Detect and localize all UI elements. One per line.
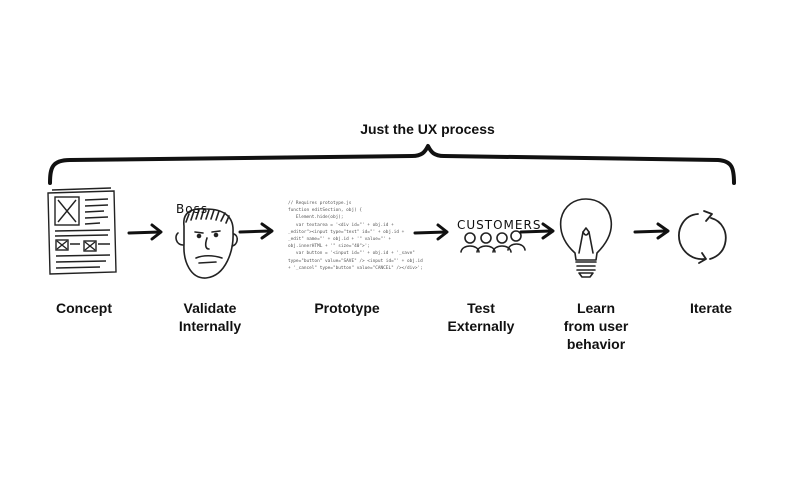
- process-title: Just the UX process: [360, 121, 495, 137]
- flow-arrow-2: [238, 222, 274, 240]
- lightbulb-icon: [559, 198, 613, 278]
- customers-icon: [460, 230, 526, 253]
- code-line: + '_cancel" type="button" value="CANCEL"…: [288, 265, 423, 271]
- flow-arrow-5: [633, 222, 670, 240]
- process-brace: [48, 144, 736, 185]
- step-label-concept: Concept: [56, 300, 112, 316]
- code-line: _editor"><input type="text" id="' + obj.…: [288, 229, 405, 235]
- step-label-prototype: Prototype: [314, 300, 380, 316]
- code-line: var button = '<input id="' + obj.id + '_…: [288, 251, 415, 257]
- cycle-arrows-icon: [678, 210, 727, 264]
- code-line: function editSection, obj) {: [288, 208, 363, 214]
- step-label-learn: Learn from user behavior: [563, 300, 629, 352]
- code-line: _edit" name="' + obj.id + '" value="' +: [288, 237, 392, 243]
- code-line: // Requires prototype.js: [288, 201, 352, 206]
- boss-face-icon: [175, 207, 238, 279]
- code-line: Element.hide(obj);: [288, 215, 344, 221]
- flow-arrow-3: [413, 223, 449, 241]
- wireframe-sketch-icon: [47, 187, 117, 275]
- prototype-code-snippet: // Requires prototype.js function editSec…: [288, 200, 438, 272]
- code-line: type="button" value="SAVE" /> <input id=…: [288, 258, 423, 264]
- step-label-test-externally: Test Externally: [447, 300, 515, 334]
- flow-arrow-4: [519, 222, 555, 240]
- boss-caption: Boss: [176, 202, 208, 216]
- code-line: obj.innerHTML + '" size="40">';: [288, 244, 370, 250]
- flow-arrow-1: [127, 223, 163, 241]
- step-label-iterate: Iterate: [689, 300, 733, 316]
- step-label-validate-internally: Validate Internally: [178, 300, 242, 334]
- customers-caption: CUSTOMERS: [457, 218, 541, 232]
- code-line: var textarea = '<div id="' + obj.id +: [288, 222, 394, 228]
